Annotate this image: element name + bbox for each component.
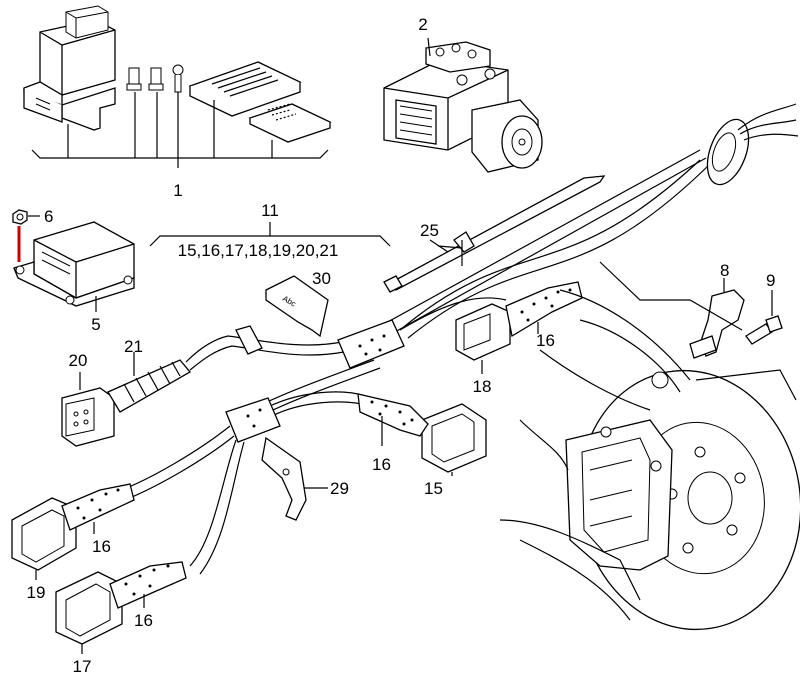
mounting-nut[interactable] [12,209,40,262]
connector-20[interactable] [61,372,115,447]
airbag-control-unit[interactable] [13,221,135,312]
callout-19: 19 [27,583,46,602]
cable-tie[interactable] [383,175,606,293]
abs-hydraulic-unit[interactable] [383,37,543,173]
callout-5: 5 [91,315,100,334]
wiring-harness-bracket [149,222,391,247]
connector-18[interactable] [455,281,583,374]
callout-25: 25 [420,221,439,240]
warning-label[interactable]: Abc [265,275,329,338]
callout-18: 18 [473,377,492,396]
protective-boot-21[interactable] [107,352,191,413]
callout-6: 6 [44,207,53,226]
callout-1: 1 [173,181,182,200]
callout-16-a: 16 [536,331,555,350]
callout-15: 15 [424,479,443,498]
wiring-harness[interactable] [115,103,799,575]
callout-9: 9 [766,271,775,290]
callout-8: 8 [720,261,729,280]
connector-15[interactable] [357,393,487,476]
sensor-bolt[interactable] [745,290,783,345]
bracket-29[interactable] [261,436,328,521]
callout-21: 21 [124,337,143,356]
callout-16-b: 16 [372,455,391,474]
connector-17[interactable] [55,561,187,654]
connector-19[interactable] [11,483,135,580]
callout-16-d: 16 [134,611,153,630]
callout-16-c: 16 [92,537,111,556]
speed-sensor[interactable] [689,278,745,359]
callout-2: 2 [418,15,427,34]
callout-30: 30 [312,269,331,288]
callout-11: 11 [261,201,279,220]
callout-20: 20 [69,351,88,370]
control-unit-kit[interactable] [23,5,332,168]
callout-11-list: 15,16,17,18,19,20,21 [178,241,339,260]
brake-assembly [499,261,800,631]
callout-17: 17 [73,657,92,676]
callout-29: 29 [330,479,349,498]
